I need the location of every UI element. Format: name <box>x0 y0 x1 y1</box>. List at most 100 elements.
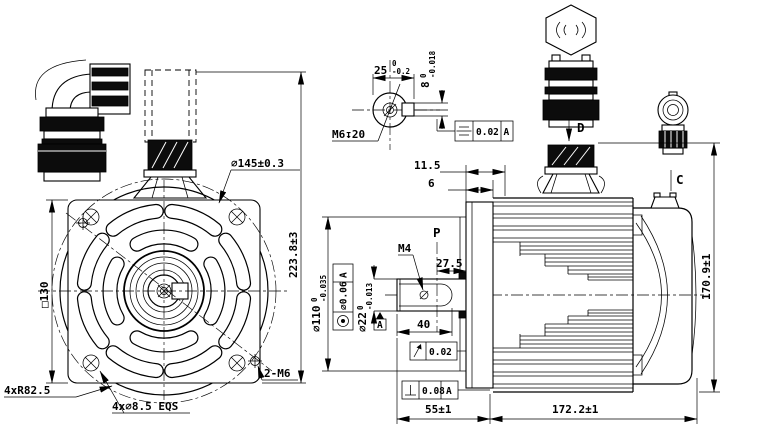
dim-text: 170.9±1 <box>700 253 713 300</box>
dim-upper-tol: 0 <box>392 59 397 68</box>
dim-upper-tol: 0 <box>310 297 319 302</box>
side-view: D C <box>310 4 720 424</box>
dim-text: 55±1 <box>425 403 452 416</box>
dim-value: 25 <box>374 64 387 77</box>
connector-label: D <box>577 120 585 135</box>
tapped-hole-m6 <box>248 354 262 368</box>
cooling-fins <box>493 201 633 389</box>
cooling-slots <box>76 203 252 379</box>
cooling-slot <box>130 230 198 251</box>
dim-value: ⌀110 <box>310 306 323 333</box>
dim-corner-radius: 4xR82.5 <box>4 384 113 398</box>
dim-tapped-holes: 2-M6 <box>257 365 298 381</box>
dim-lower-tol: -0.035 <box>319 275 328 302</box>
mounting-hole <box>82 354 100 372</box>
dim-lower-tol: -0.2 <box>392 67 410 76</box>
dim-text: 11.5 <box>414 159 441 172</box>
side-dimensions: 11.5 6 P M4 27.5 <box>310 142 720 424</box>
dim-text: 223.8±3 <box>287 232 300 278</box>
dim-text: 2-M6 <box>264 367 291 380</box>
connector-label: C <box>676 172 684 187</box>
connector-d-callout: D <box>565 120 585 142</box>
tolerance-datum: A <box>504 127 510 138</box>
dim-mounting-holes: 4x⌀8.5 EQS <box>99 370 190 414</box>
dim-upper-tol: 0 <box>356 305 365 310</box>
encoder-plug-assembly <box>657 91 689 155</box>
perpendicularity-tolerance-frame: 0.08 A <box>401 380 490 400</box>
dim-value: 8 <box>419 81 432 88</box>
front-dimensions: ⌀145±0.3 223.8±3 □130 4xR82.5 <box>4 71 306 414</box>
mating-connector-outline <box>144 69 197 143</box>
dim-key-to-flange: 27.5 <box>436 257 467 275</box>
dim-value: ⌀22 <box>356 312 369 332</box>
connector-c-callout: C <box>670 170 684 191</box>
cooling-slot <box>106 205 163 236</box>
mounting-hole <box>228 354 246 372</box>
dim-text: ⌀145±0.3 <box>231 157 284 170</box>
dim-flange-circle: ⌀145±0.3 <box>218 157 300 204</box>
dim-pilot-dia: ⌀110 0 -0.035 <box>310 216 460 372</box>
dim-key-width: 8 0 -0.018 <box>414 50 448 129</box>
front-centerlines <box>38 180 290 400</box>
tolerance-value: 0.02 <box>476 127 499 138</box>
cable-plug-elbow <box>35 59 131 182</box>
key <box>401 102 415 117</box>
tap-label: M4 <box>398 242 412 255</box>
tolerance-value: 0.08 <box>422 386 445 397</box>
datum-label: A <box>377 320 383 331</box>
mounting-holes <box>76 208 262 372</box>
flange-face <box>51 178 277 404</box>
power-plug-assembly <box>542 4 600 128</box>
dim-upper-tol: 0 <box>419 73 428 78</box>
circular-runout-icon <box>413 344 422 358</box>
encoder-connector-stub <box>650 192 680 209</box>
tapped-hole-m6 <box>76 216 90 230</box>
symmetry-tolerance-frame: 0.02 A <box>436 119 514 142</box>
motor-body <box>493 197 634 393</box>
runout-tolerance-frame: 0.02 <box>409 341 466 361</box>
dim-text: 6 <box>428 177 435 190</box>
dim-text: 4x⌀8.5 EQS <box>112 400 178 413</box>
dim-overall-length: 172.2±1 <box>489 378 698 424</box>
key-screw-hole <box>419 290 429 300</box>
cooling-slot <box>78 233 109 290</box>
dim-lower-tol: -0.018 <box>428 50 437 78</box>
dim-offset-fins: 11.5 <box>414 159 506 202</box>
output-shaft <box>396 278 467 312</box>
tolerance-datum: A <box>446 386 452 397</box>
dim-square-flange: □130 <box>38 199 68 384</box>
front-view: ⌀145±0.3 223.8±3 □130 4xR82.5 <box>4 59 306 414</box>
cooling-slot <box>165 205 222 236</box>
plane-p-callout: P <box>433 225 441 332</box>
concentricity-tolerance-frame: ⌀0.06 A <box>332 263 354 331</box>
cooling-slot <box>78 292 109 349</box>
cooling-slot <box>165 346 222 377</box>
cooling-slot <box>106 346 163 377</box>
dim-key-length: 40 <box>396 308 453 336</box>
tolerance-datum: A <box>339 272 350 278</box>
side-flange <box>465 201 494 389</box>
dim-shaft-dia: ⌀22 0 -0.013 <box>356 265 399 332</box>
datum-a-flag: A <box>373 312 387 331</box>
dim-text: □130 <box>38 282 51 309</box>
tap-label: M6↧20 <box>332 128 365 141</box>
cooling-slot <box>204 257 225 325</box>
symmetry-icon <box>456 126 472 136</box>
dim-total-height: 223.8±3 <box>196 71 306 384</box>
cooling-slot <box>219 292 250 349</box>
rear-housing <box>632 192 697 385</box>
dim-text: 40 <box>417 318 430 331</box>
dim-text: 4xR82.5 <box>4 384 50 397</box>
label-center-tap: M6↧20 <box>332 128 378 142</box>
tolerance-value: ⌀0.06 <box>339 281 350 310</box>
plane-label: P <box>433 225 441 240</box>
dim-overall-height: 170.9±1 <box>598 142 720 393</box>
dim-text: 172.2±1 <box>552 403 599 416</box>
perpendicularity-icon <box>405 385 416 396</box>
dim-text: 27.5 <box>436 257 463 270</box>
mounting-hole <box>228 208 246 226</box>
tolerance-value: 0.02 <box>429 347 452 358</box>
concentricity-icon <box>337 315 349 327</box>
